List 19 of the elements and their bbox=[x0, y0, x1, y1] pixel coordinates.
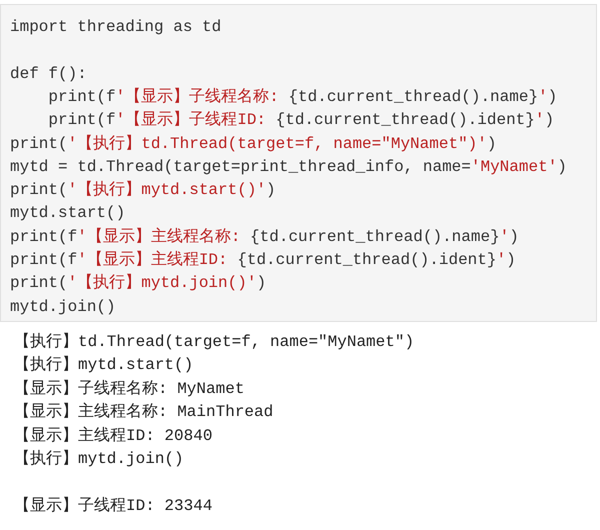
code-line: import threading as td bbox=[10, 17, 222, 37]
output-line: 【执行】mytd.join() bbox=[14, 449, 184, 469]
code-line: print('【执行】mytd.start()') bbox=[10, 180, 276, 200]
output-line: 【显示】子线程ID: 23344 bbox=[14, 496, 212, 516]
output-line: 【执行】mytd.start() bbox=[14, 355, 194, 376]
code-line: mytd.start() bbox=[10, 203, 126, 224]
output-line: 【显示】主线程名称: MainThread bbox=[14, 402, 274, 422]
code-line: print('【执行】td.Thread(target=f, name="MyNamet")') bbox=[10, 134, 496, 154]
output-line: 【显示】子线程名称: MyNamet bbox=[14, 378, 244, 399]
code-line: mytd = td.Thread(target=print_thread_info, name='MyNamet') bbox=[10, 156, 567, 177]
code-line: print(f'【显示】子线程ID: {td.current_thread().ident}') bbox=[48, 110, 554, 130]
code-line: print('【执行】mytd.join()') bbox=[10, 273, 266, 294]
code-line: mytd.join() bbox=[10, 296, 116, 317]
code-line: def f(): bbox=[10, 64, 87, 84]
code-line: print(f'【显示】主线程名称: {td.current_thread().name}') bbox=[10, 226, 519, 247]
output-line: 【执行】td.Thread(target=f, name="MyNamet") bbox=[14, 332, 414, 352]
code-line: print(f'【显示】子线程名称: {td.current_thread().name}') bbox=[48, 86, 558, 107]
code-line: print(f'【显示】主线程ID: {td.current_thread().ident}') bbox=[10, 250, 516, 270]
output-line: 【显示】主线程ID: 20840 bbox=[14, 426, 212, 446]
